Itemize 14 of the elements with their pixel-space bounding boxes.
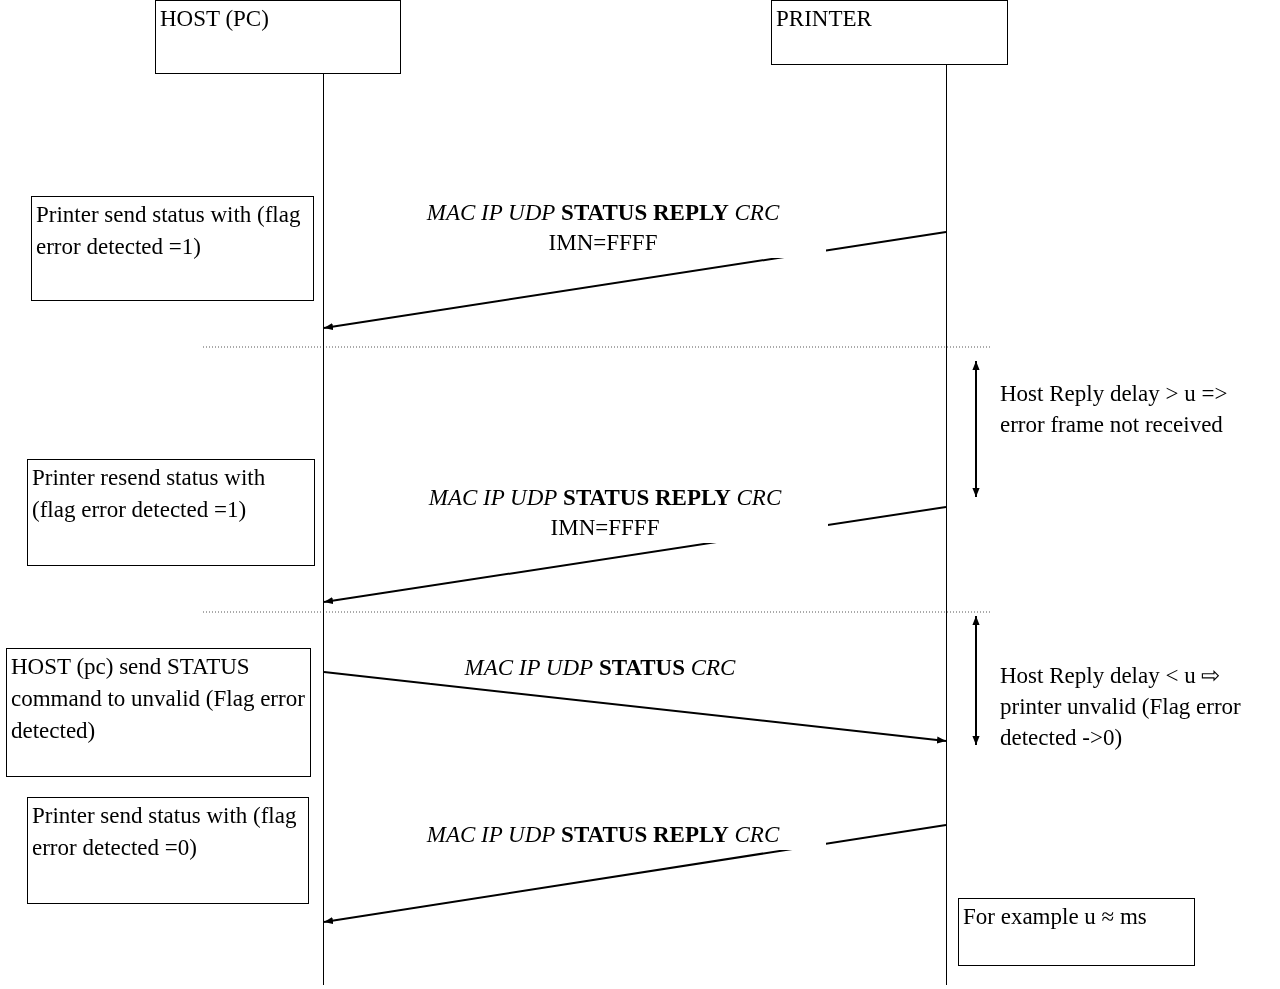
- participant-box: HOST (PC): [155, 0, 401, 74]
- message-arrow: [323, 671, 947, 744]
- note-box: Printer send status with (flag error detected =1): [31, 196, 314, 301]
- lifeline: [323, 74, 324, 985]
- message-arrow: [323, 824, 947, 925]
- note-box: Printer send status with (flag error detected =0): [27, 797, 309, 904]
- message-arrow: [323, 231, 947, 331]
- participant-box: PRINTER: [771, 0, 1008, 65]
- delay-note: Host Reply delay < u ⇨ printer unvalid (Flag error detected ->0): [1000, 662, 1242, 752]
- lifeline: [946, 65, 947, 985]
- delay-note: Host Reply delay > u => error frame not received: [1000, 380, 1229, 439]
- note-box: For example u ≈ ms: [958, 898, 1195, 966]
- note-box: Printer resend status with (flag error detected =1): [27, 459, 315, 566]
- note-box: HOST (pc) send STATUS command to unvalid (Flag error detected): [6, 648, 311, 777]
